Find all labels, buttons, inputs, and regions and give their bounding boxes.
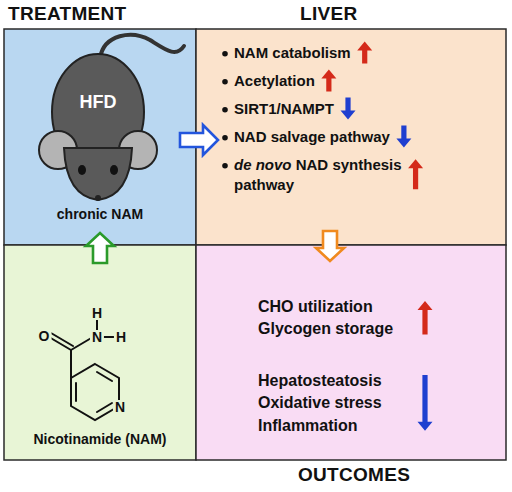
atom-label: N (90, 330, 104, 344)
outcome-list: Hepatosteatosis Oxidative stress Inflamm… (258, 370, 408, 437)
panel-fill (4, 29, 196, 245)
bullet-item: NAM catabolism (234, 43, 494, 63)
mouse-eye (78, 165, 86, 175)
bullet-item: Acetylation (234, 71, 494, 91)
bond (70, 350, 72, 378)
atom-label: N (113, 400, 127, 414)
bullet-dot (222, 135, 228, 141)
outcome-list: CHO utilization Glycogen storage (258, 296, 408, 341)
compound-panel: Nicotinamide (NAM) (4, 245, 196, 460)
decrease-arrow (396, 126, 411, 148)
nicotinamide-structure (49, 318, 119, 420)
flow-arrow (86, 233, 114, 263)
diet-label: HFD (80, 92, 117, 113)
double-bond (51, 333, 73, 346)
double-bond (97, 372, 112, 381)
atom-label: H (90, 306, 104, 320)
bullet-dot (222, 107, 228, 113)
panel-fill (196, 245, 506, 460)
bullet-dot (222, 163, 228, 169)
mouse-eye (110, 165, 118, 175)
double-bond (75, 383, 77, 401)
double-bond (97, 403, 112, 412)
flow-arrow (180, 125, 218, 155)
panel-heading: TREATMENT (8, 3, 126, 25)
mouse-head (64, 148, 132, 200)
bullet-item: NAD salvage pathway (234, 127, 494, 147)
mouse-illustration (39, 35, 184, 201)
panel-heading: LIVER (300, 3, 357, 25)
flow-arrow (316, 231, 344, 261)
increase-arrow (418, 301, 433, 334)
liver-panel: LIVERNAM catabolismAcetylationSIRT1/NAMP… (196, 29, 506, 245)
atom-label: O (37, 329, 52, 343)
bullet-dot (222, 51, 228, 57)
increase-arrow (321, 70, 336, 92)
pyridine-ring (71, 364, 119, 420)
treatment-panel: TREATMENTchronic NAM (4, 29, 196, 245)
panel-fill (4, 245, 196, 460)
outcomes-panel: OUTCOMESCHO utilization Glycogen storage… (196, 245, 506, 460)
increase-arrow (357, 42, 372, 64)
mouse-nose (95, 195, 101, 201)
panel-fill (196, 29, 506, 245)
atom-label: H (114, 330, 128, 344)
mouse-tail (100, 35, 184, 58)
bullet-item: de novo NAD synthesis pathway (234, 155, 419, 194)
increase-arrow (408, 159, 423, 189)
panel-heading: OUTCOMES (298, 464, 410, 486)
treatment-caption: chronic NAM (4, 206, 196, 222)
bullet-dot (222, 79, 228, 85)
decrease-arrow (341, 98, 356, 120)
compound-name: Nicotinamide (NAM) (4, 431, 196, 447)
bullet-item: SIRT1/NAMPT (234, 99, 494, 119)
decrease-arrow (418, 375, 433, 431)
